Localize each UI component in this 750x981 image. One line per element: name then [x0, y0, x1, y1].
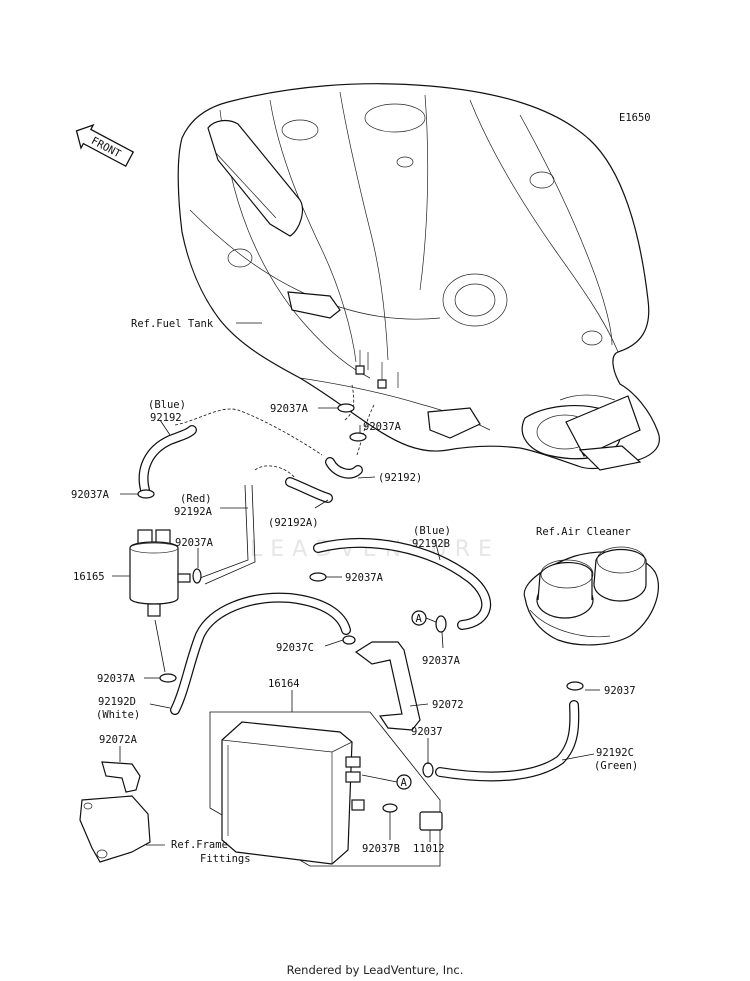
- label-ref-frame-fittings: Ref.Frame: [171, 839, 228, 851]
- label-92072a: 92072A: [99, 734, 138, 746]
- label-92192a-red: (Red): [180, 493, 212, 505]
- label-92192c-green: 92192C: [596, 747, 634, 759]
- diagram-code: E1650: [619, 112, 651, 124]
- svg-text:92192: 92192: [150, 412, 182, 424]
- svg-text:A: A: [416, 613, 423, 625]
- label-92037a: 92037A: [422, 655, 461, 667]
- label-92037a: 92037A: [270, 403, 309, 415]
- label-92192d-white: 92192D: [98, 696, 136, 708]
- svg-text:Fittings: Fittings: [200, 853, 251, 865]
- label-92192b-blue: (Blue): [413, 525, 451, 537]
- fuel-tank-illustration: [177, 83, 660, 471]
- bracket-92072: [354, 641, 421, 731]
- label-92037b: 92037B: [362, 843, 400, 855]
- marker-a-lower: A: [396, 774, 412, 790]
- svg-text:92192A: 92192A: [174, 506, 213, 518]
- label-92037: 92037: [411, 726, 443, 738]
- leader-lines: [112, 322, 600, 846]
- svg-text:(Green): (Green): [594, 760, 638, 772]
- hose-lines: [138, 384, 580, 782]
- label-92037a: 92037A: [175, 537, 214, 549]
- svg-text:(White): (White): [96, 709, 140, 721]
- label-92037a: 92037A: [71, 489, 110, 501]
- label-11012: 11012: [413, 843, 445, 855]
- clamp-icons: [137, 403, 584, 813]
- label-92192-paren: (92192): [378, 472, 422, 484]
- credit-text: Rendered by LeadVenture, Inc.: [286, 963, 464, 977]
- label-92037c: 92037C: [276, 642, 314, 654]
- marker-a-upper: A: [411, 610, 427, 626]
- part-labels: Ref.Fuel Tank (Blue) 92192 92037A 92037A…: [71, 318, 638, 865]
- label-92037a: 92037A: [363, 421, 402, 433]
- svg-text:A: A: [401, 777, 408, 789]
- label-92072: 92072: [432, 699, 464, 711]
- fuel-filter-16165: [129, 529, 191, 617]
- label-92037: 92037: [604, 685, 636, 697]
- label-92037a: 92037A: [345, 572, 384, 584]
- frame-fittings-illustration: [79, 761, 151, 863]
- label-ref-air-cleaner: Ref.Air Cleaner: [536, 526, 631, 538]
- label-ref-fuel-tank: Ref.Fuel Tank: [131, 318, 214, 330]
- front-arrow-icon: FRONT: [75, 123, 135, 168]
- label-16165: 16165: [73, 571, 105, 583]
- air-cleaner-illustration: [523, 546, 659, 646]
- canister-16164: [209, 711, 443, 867]
- label-92192a-paren: (92192A): [268, 517, 319, 529]
- label-92037a: 92037A: [97, 673, 136, 685]
- label-92192-blue: (Blue): [148, 399, 186, 411]
- svg-text:92192B: 92192B: [412, 538, 450, 550]
- label-16164: 16164: [268, 678, 300, 690]
